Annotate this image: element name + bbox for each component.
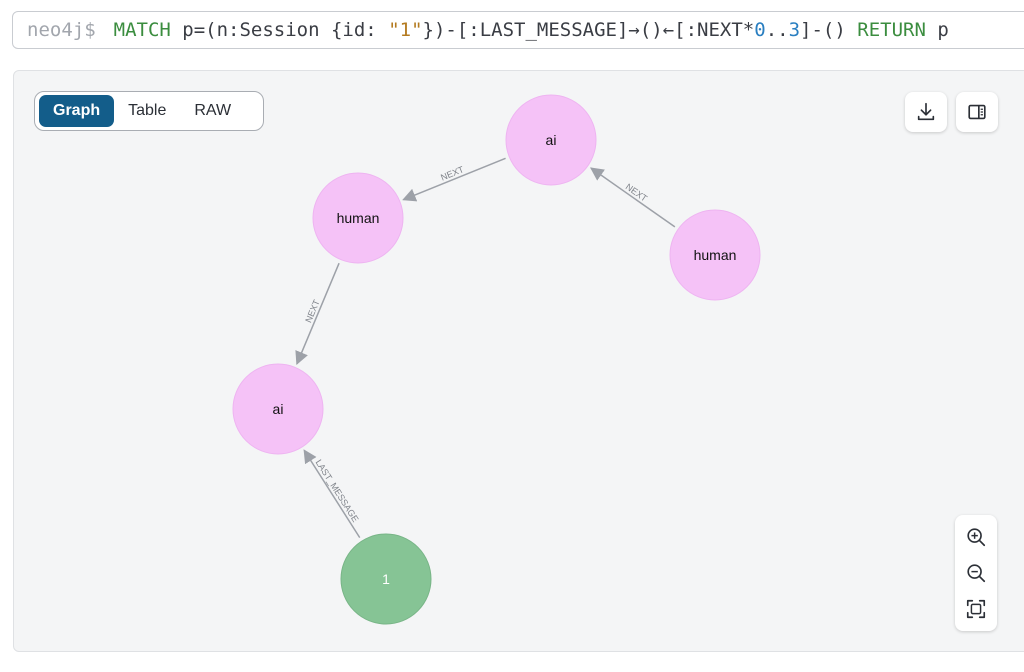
query-token: MATCH xyxy=(113,19,171,41)
zoom-out-button[interactable] xyxy=(960,557,992,589)
query-token: p xyxy=(925,19,949,41)
download-icon xyxy=(917,102,935,121)
tab-graph[interactable]: Graph xyxy=(39,95,115,127)
zoom-in-button[interactable] xyxy=(960,521,992,553)
node-circle[interactable] xyxy=(312,172,404,264)
node-circle[interactable] xyxy=(669,209,761,301)
message-node[interactable]: human xyxy=(312,172,404,264)
view-mode-toggle: Graph Table RAW xyxy=(34,91,264,131)
tab-raw[interactable]: RAW xyxy=(194,102,232,119)
query-token: 3 xyxy=(788,19,801,41)
query-token: p=(n:Session {id: xyxy=(170,19,389,41)
toggle-sidebar-button[interactable] xyxy=(956,92,998,132)
node-circle[interactable] xyxy=(232,363,324,455)
query-bar[interactable]: neo4j$ MATCH p=(n:Session {id: "1"})-[:L… xyxy=(12,11,1024,49)
node-label: 1 xyxy=(382,571,390,587)
node-circle[interactable] xyxy=(340,533,432,625)
query-token: ]-() xyxy=(800,19,858,41)
query-token: "1" xyxy=(388,19,423,41)
session-node[interactable]: 1 xyxy=(340,533,432,625)
relationship-edge[interactable] xyxy=(295,262,340,366)
query-token: })-[:LAST_MESSAGE]→()←[:NEXT* xyxy=(422,19,755,41)
message-node[interactable]: ai xyxy=(232,363,324,455)
node-label: human xyxy=(337,210,380,226)
query-prompt: neo4j$ xyxy=(27,19,96,41)
zoom-in-icon xyxy=(967,528,986,547)
relationship-edge[interactable] xyxy=(402,157,506,202)
message-node[interactable]: human xyxy=(669,209,761,301)
node-circle[interactable] xyxy=(505,94,597,186)
download-button[interactable] xyxy=(905,92,947,132)
query-token: .. xyxy=(765,19,789,41)
query-text[interactable]: MATCH p=(n:Session {id: "1"})-[:LAST_MES… xyxy=(114,19,949,41)
message-node[interactable]: ai xyxy=(505,94,597,186)
tab-table[interactable]: Table xyxy=(128,102,167,119)
node-label: ai xyxy=(546,132,557,148)
query-token: RETURN xyxy=(857,19,926,41)
fit-to-screen-icon xyxy=(966,599,986,619)
node-label: human xyxy=(694,247,737,263)
zoom-out-icon xyxy=(967,564,986,583)
zoom-controls xyxy=(955,515,997,631)
node-label: ai xyxy=(273,401,284,417)
relationship-edge[interactable] xyxy=(590,167,676,228)
sidebar-panel-icon xyxy=(968,104,986,120)
fit-to-screen-button[interactable] xyxy=(960,593,992,625)
relationship-label: LAST_MESSAGE xyxy=(314,458,361,524)
query-token: 0 xyxy=(754,19,766,41)
relationship-edge[interactable] xyxy=(303,449,361,539)
